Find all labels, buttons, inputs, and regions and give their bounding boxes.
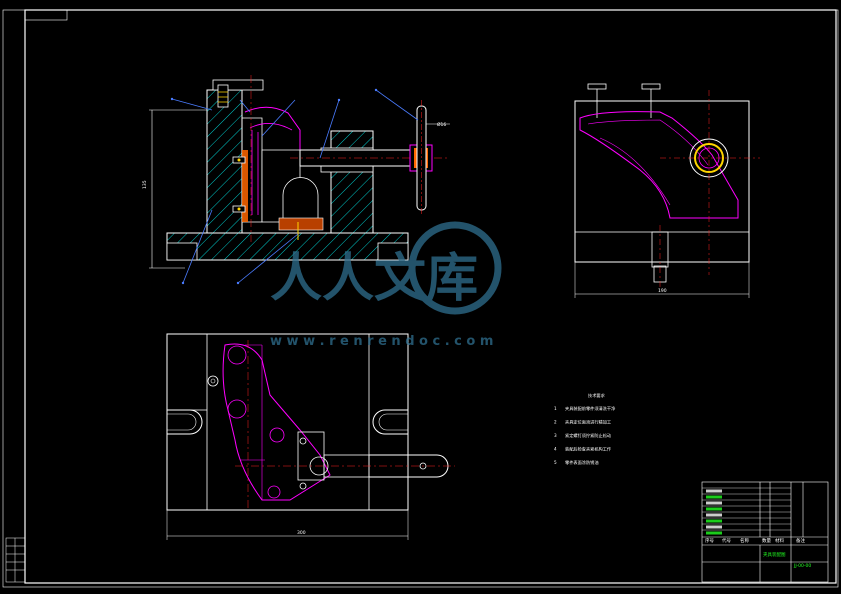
tech-req-num: 4	[554, 447, 557, 452]
parts-row-cell	[706, 519, 722, 523]
parts-header-label: 代号	[722, 537, 731, 544]
top-clamp-arm	[222, 343, 331, 501]
binding-margin	[5, 537, 26, 583]
top-width-label: 300	[297, 530, 306, 536]
top-left-code-box	[24, 9, 68, 21]
inner-frame	[24, 9, 837, 584]
tech-req-text: 紧定螺钉须拧紧防止松动	[565, 432, 611, 439]
tech-req-num: 5	[554, 460, 557, 465]
parts-row-cell	[706, 531, 722, 535]
parts-row-cell	[706, 513, 722, 517]
tech-req-num: 3	[554, 433, 557, 438]
tech-req-text: 夹具定位面须进行精加工	[565, 419, 611, 426]
parts-header-label: 数量	[762, 537, 771, 544]
tech-req-num: 1	[554, 406, 557, 411]
parts-list-rows	[702, 487, 791, 535]
handle-dim-label: Ø16	[437, 121, 446, 128]
watermark: 人人文库 w w w . r e n r e n d o c . c o m	[270, 221, 502, 349]
height-dimension	[149, 109, 207, 269]
parts-row-cell	[706, 507, 722, 511]
parts-list-header: 序号 代号 名称 数量材料 备注	[705, 537, 805, 544]
parts-header-label: 材料	[775, 537, 784, 544]
tech-req-title: 技术要求	[588, 392, 606, 399]
left-u-slot	[167, 409, 203, 435]
tech-req-text: 夹具装配前零件须清洗干净	[565, 405, 615, 412]
side-body	[574, 100, 750, 263]
top-view: 300	[166, 333, 455, 540]
support-block	[330, 130, 374, 234]
tech-req-text: 装配后检查夹紧机构工作	[565, 446, 612, 453]
front-section-view: 135 Ø16	[142, 75, 450, 285]
parts-header-label: 名称	[740, 537, 749, 544]
tech-req-num: 2	[554, 420, 557, 425]
watermark-logo-ring	[408, 221, 502, 315]
side-clamp-arm	[579, 111, 739, 219]
side-view: 190	[574, 83, 760, 298]
top-cap	[212, 79, 264, 91]
parts-row-cell	[706, 495, 722, 499]
technical-requirements: 技术要求 1 夹具装配前零件须清洗干净 2 夹具定位面须进行精加工 3 紧定螺钉须拧紧防止…	[554, 392, 615, 466]
clamp-arm	[244, 106, 301, 150]
parts-row-cell	[706, 501, 722, 505]
parts-header-label: 序号	[705, 537, 714, 544]
top-body	[166, 333, 409, 511]
watermark-brand-text: 人人文库	[270, 249, 478, 309]
drawing-name: 夹具装配图	[763, 551, 786, 558]
front-height-label: 135	[142, 180, 148, 189]
parts-header-label: 备注	[796, 537, 805, 544]
side-width-label: 190	[658, 288, 667, 294]
drawing-number: JJ-00-00	[793, 563, 811, 569]
parts-row-cell	[706, 489, 722, 493]
parts-row-cell	[706, 525, 722, 529]
leader-lines	[171, 89, 419, 284]
tech-req-text: 零件表面涂防锈油	[565, 459, 599, 466]
title-block	[701, 481, 829, 583]
right-u-slot	[372, 409, 408, 435]
locating-insert	[242, 150, 248, 222]
watermark-url-text: w w w . r e n r e n d o c . c o m	[270, 334, 493, 349]
